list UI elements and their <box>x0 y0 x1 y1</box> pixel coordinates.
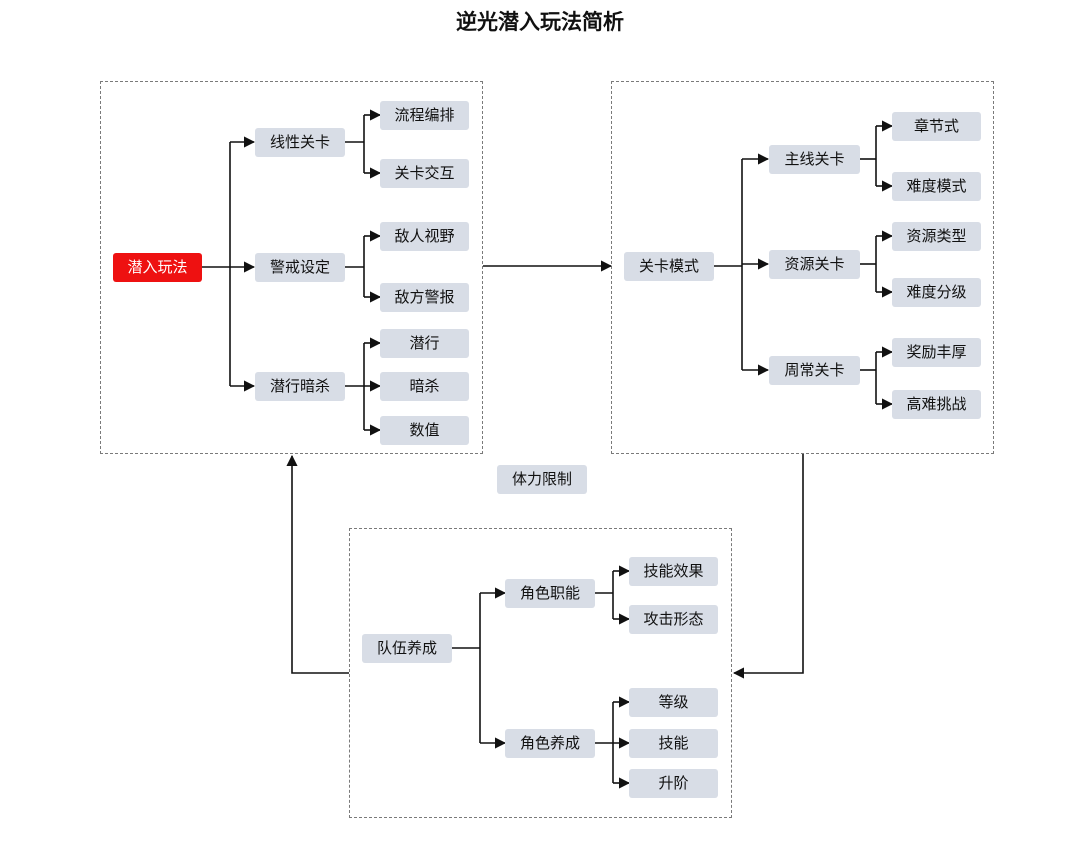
branch-node-alert-setting: 警戒设定 <box>255 253 345 282</box>
branch-node-character-growth: 角色养成 <box>505 729 595 758</box>
leaf-node-stealth: 潜行 <box>380 329 469 358</box>
root-node-level-mode: 关卡模式 <box>624 252 714 281</box>
leaf-node-skill-effect: 技能效果 <box>629 557 718 586</box>
leaf-node-difficulty-mode: 难度模式 <box>892 172 981 201</box>
leaf-node-skill: 技能 <box>629 729 718 758</box>
stamina-limit-label: 体力限制 <box>497 465 587 494</box>
leaf-node-flow-arrangement: 流程编排 <box>380 101 469 130</box>
leaf-node-assassination: 暗杀 <box>380 372 469 401</box>
root-node-stealth-gameplay: 潜入玩法 <box>113 253 202 282</box>
root-node-team-building: 队伍养成 <box>362 634 452 663</box>
branch-node-stealth-assassination: 潜行暗杀 <box>255 372 345 401</box>
branch-node-weekly-level: 周常关卡 <box>769 356 860 385</box>
leaf-node-level: 等级 <box>629 688 718 717</box>
branch-node-resource-level: 资源关卡 <box>769 250 860 279</box>
leaf-node-level-interaction: 关卡交互 <box>380 159 469 188</box>
leaf-node-ascension: 升阶 <box>629 769 718 798</box>
leaf-node-difficulty-tier: 难度分级 <box>892 278 981 307</box>
leaf-node-hard-challenge: 高难挑战 <box>892 390 981 419</box>
leaf-node-enemy-vision: 敌人视野 <box>380 222 469 251</box>
leaf-node-resource-type: 资源类型 <box>892 222 981 251</box>
diagram-title: 逆光潜入玩法简析 <box>456 10 624 34</box>
leaf-node-attack-form: 攻击形态 <box>629 605 718 634</box>
left-group-frame <box>100 81 483 454</box>
bottom-group-frame <box>349 528 732 818</box>
leaf-node-chapter-style: 章节式 <box>892 112 981 141</box>
leaf-node-numerics: 数值 <box>380 416 469 445</box>
branch-node-main-level: 主线关卡 <box>769 145 860 174</box>
leaf-node-enemy-alarm: 敌方警报 <box>380 283 469 312</box>
leaf-node-rich-rewards: 奖励丰厚 <box>892 338 981 367</box>
branch-node-character-role: 角色职能 <box>505 579 595 608</box>
branch-node-linear-level: 线性关卡 <box>255 128 345 157</box>
